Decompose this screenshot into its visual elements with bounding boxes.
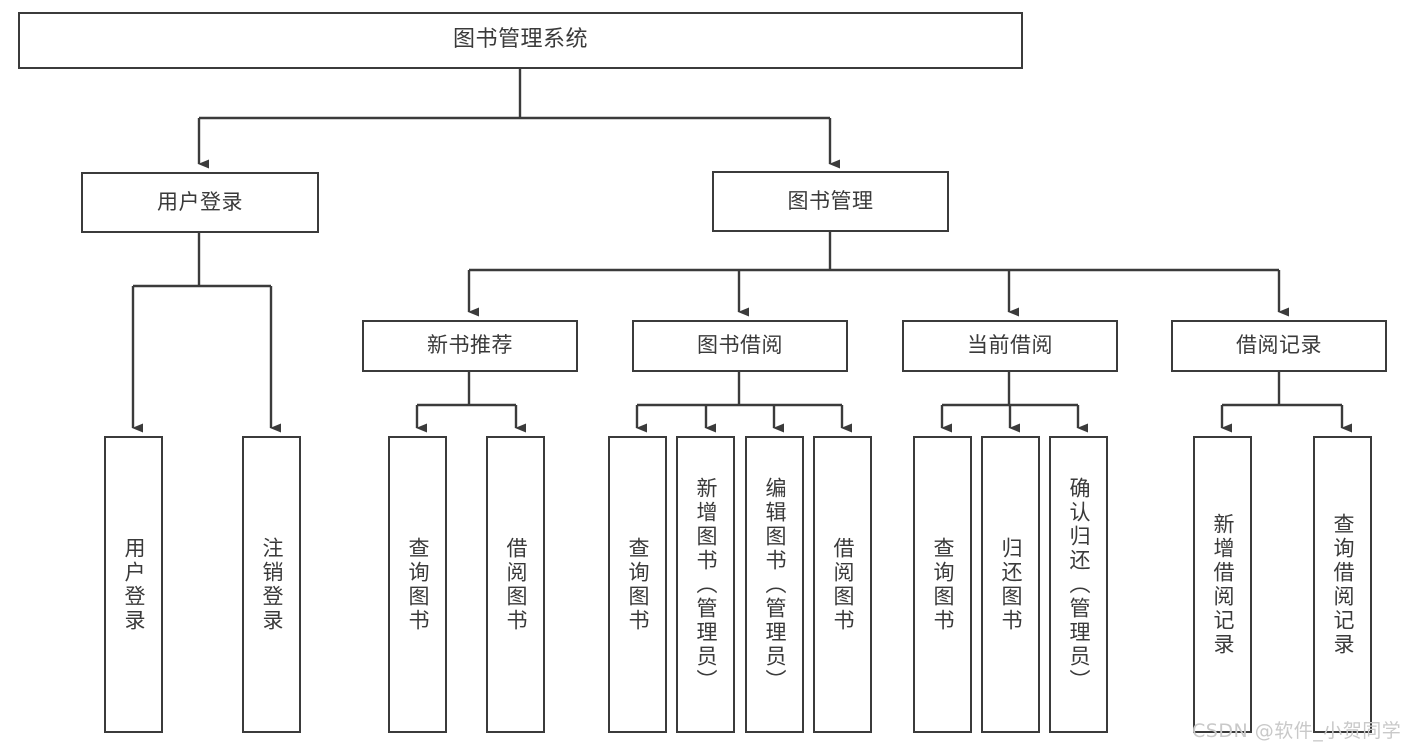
node-book-management[interactable]: 图书管理 [712, 171, 949, 232]
node-leaf-query-borrow-record[interactable]: 查询借阅记录 [1313, 436, 1372, 733]
node-leaf-query-book-new[interactable]: 查询图书 [388, 436, 447, 733]
node-leaf-query-book-borrow[interactable]: 查询图书 [608, 436, 667, 733]
node-label: 新书推荐 [427, 333, 513, 358]
node-leaf-user-login[interactable]: 用户登录 [104, 436, 163, 733]
node-label: 借阅图书 [831, 536, 855, 633]
node-label: 借阅记录 [1236, 333, 1322, 358]
node-label: 用户登录 [157, 189, 243, 214]
node-leaf-return-book[interactable]: 归还图书 [981, 436, 1040, 733]
node-user-login[interactable]: 用户登录 [81, 172, 319, 233]
node-leaf-edit-book-admin[interactable]: 编辑图书（管理员） [745, 436, 804, 733]
node-label: 新增借阅记录 [1211, 512, 1235, 657]
node-leaf-add-borrow-record[interactable]: 新增借阅记录 [1193, 436, 1252, 733]
node-label: 编辑图书（管理员） [763, 476, 787, 693]
node-leaf-borrow-book-new[interactable]: 借阅图书 [486, 436, 545, 733]
node-label: 查询图书 [406, 536, 430, 633]
node-root-system[interactable]: 图书管理系统 [18, 12, 1023, 69]
node-book-borrow[interactable]: 图书借阅 [632, 320, 848, 372]
node-leaf-confirm-return-admin[interactable]: 确认归还（管理员） [1049, 436, 1108, 733]
node-leaf-query-book-current[interactable]: 查询图书 [913, 436, 972, 733]
node-label: 查询图书 [931, 536, 955, 633]
node-label: 归还图书 [999, 536, 1023, 633]
node-label: 图书借阅 [697, 333, 783, 358]
node-label: 注销登录 [260, 536, 284, 633]
node-leaf-add-book-admin[interactable]: 新增图书（管理员） [676, 436, 735, 733]
node-leaf-logout[interactable]: 注销登录 [242, 436, 301, 733]
node-label: 确认归还（管理员） [1067, 476, 1091, 693]
node-label: 用户登录 [122, 536, 146, 633]
node-new-book-recommend[interactable]: 新书推荐 [362, 320, 578, 372]
node-label: 查询图书 [626, 536, 650, 633]
node-label: 查询借阅记录 [1331, 512, 1355, 657]
node-label: 当前借阅 [967, 333, 1053, 358]
node-borrow-record[interactable]: 借阅记录 [1171, 320, 1387, 372]
node-leaf-borrow-book[interactable]: 借阅图书 [813, 436, 872, 733]
connector-paths [131, 69, 1352, 433]
node-label: 图书管理 [787, 188, 874, 213]
node-label: 新增图书（管理员） [694, 476, 718, 693]
node-current-borrow[interactable]: 当前借阅 [902, 320, 1118, 372]
node-label: 图书管理系统 [452, 27, 588, 53]
node-label: 借阅图书 [504, 536, 528, 633]
csdn-watermark: CSDN @软件_小贺同学 [1192, 720, 1402, 742]
